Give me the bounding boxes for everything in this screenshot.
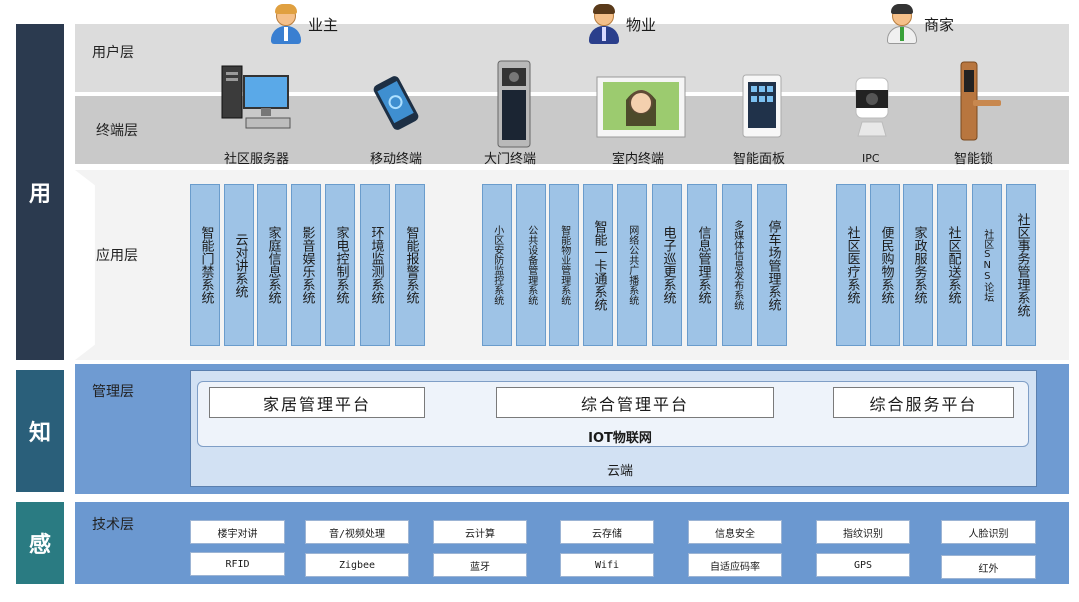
role-merchant-label: 商家: [924, 15, 955, 34]
sidebar-yong: 用: [16, 24, 64, 360]
owner-avatar-icon: [270, 4, 302, 44]
tech-item: GPS: [816, 553, 910, 577]
door-intercom-icon: [497, 60, 531, 148]
tech-item: 人脸识别: [941, 520, 1036, 544]
smart-panel-icon: [742, 74, 782, 138]
tech-layer-label: 技术层: [92, 517, 134, 533]
role-owner: 业主: [270, 4, 338, 44]
integrated-management-platform: 综合管理平台: [496, 387, 774, 418]
tech-item: 云计算: [433, 520, 527, 544]
app-box: 云对讲系统: [224, 184, 254, 346]
cloud-label: 云端: [606, 464, 633, 479]
app-box: 家电控制系统: [325, 184, 355, 346]
app-box: 社区事务管理系统: [1006, 184, 1036, 346]
app-box: 影音娱乐系统: [291, 184, 321, 346]
app-box: 小区安防监控系统: [482, 184, 512, 346]
app-box: 网络公共广播系统: [617, 184, 647, 346]
iot-label: IOT物联网: [588, 431, 652, 446]
app-box: 社区SNS论坛: [972, 184, 1002, 346]
smart-lock-icon: [960, 61, 1001, 141]
terminal-label-server: 社区服务器: [224, 152, 290, 167]
management-layer-label: 管理层: [92, 384, 134, 400]
sidebar-gan: 感: [16, 502, 64, 584]
app-box: 智能报警系统: [395, 184, 425, 346]
role-merchant: 商家: [886, 4, 954, 44]
app-box: 智能一卡通系统: [583, 184, 613, 346]
app-box: 电子巡更系统: [652, 184, 682, 346]
merchant-avatar-icon: [886, 4, 918, 44]
tech-item: 自适应码率: [688, 553, 782, 577]
terminal-label-door: 大门终端: [484, 152, 537, 167]
app-box: 社区配送系统: [937, 184, 967, 346]
app-box: 信息管理系统: [687, 184, 717, 346]
app-box: 环境监测系统: [360, 184, 390, 346]
role-property-label: 物业: [626, 15, 657, 34]
tech-item: 红外: [941, 555, 1036, 579]
app-box: 家政服务系统: [903, 184, 933, 346]
user-layer-label: 用户层: [92, 45, 134, 61]
tech-item: Zigbee: [305, 553, 409, 577]
tech-item: Wifi: [560, 553, 654, 577]
app-layer-label: 应用层: [96, 248, 138, 264]
app-box: 家庭信息系统: [257, 184, 287, 346]
role-property: 物业: [588, 4, 656, 44]
app-box: 公共设备管理系统: [516, 184, 546, 346]
tech-item: 指纹识别: [816, 520, 910, 544]
tech-item: 云存储: [560, 520, 654, 544]
app-box: 社区医疗系统: [836, 184, 866, 346]
tech-item: RFID: [190, 552, 285, 576]
tech-item: 音/视频处理: [305, 520, 409, 544]
terminal-layer-label: 终端层: [96, 123, 138, 139]
terminal-label-lock: 智能锁: [954, 152, 994, 167]
app-box: 智能物业管理系统: [549, 184, 579, 346]
tech-item: 蓝牙: [433, 553, 527, 577]
integrated-service-platform: 综合服务平台: [833, 387, 1014, 418]
home-management-platform: 家居管理平台: [209, 387, 425, 418]
app-box: 多媒体信息发布系统: [722, 184, 752, 346]
server-computer-icon: [221, 65, 291, 129]
indoor-monitor-icon: [596, 76, 686, 138]
terminal-label-indoor: 室内终端: [612, 152, 665, 167]
property-avatar-icon: [588, 4, 620, 44]
tech-item: 楼宇对讲: [190, 520, 285, 544]
terminal-label-panel: 智能面板: [733, 152, 786, 167]
app-box: 便民购物系统: [870, 184, 900, 346]
app-box: 智能门禁系统: [190, 184, 220, 346]
role-owner-label: 业主: [308, 15, 339, 34]
ip-camera-icon: [855, 77, 889, 137]
sidebar-zhi: 知: [16, 370, 64, 492]
tech-item: 信息安全: [688, 520, 782, 544]
terminal-label-mobile: 移动终端: [370, 152, 423, 167]
app-box: 停车场管理系统: [757, 184, 787, 346]
smartphone-icon: [373, 76, 419, 130]
terminal-label-ipc: IPC: [862, 152, 880, 165]
